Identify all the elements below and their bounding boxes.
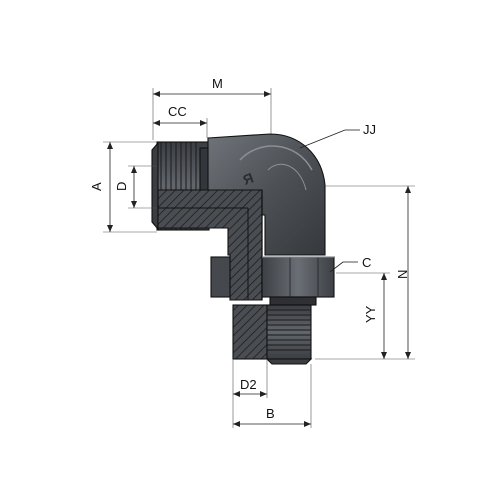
label-jj: JJ: [363, 122, 376, 137]
label-a: A: [89, 182, 104, 191]
label-b: B: [266, 406, 275, 421]
label-c: C: [362, 255, 371, 270]
section-cut: [157, 189, 263, 301]
label-n: N: [395, 270, 410, 279]
bottom-thread: [232, 304, 313, 365]
label-d2: D2: [240, 377, 257, 392]
label-d: D: [114, 182, 129, 191]
dimension-lines: [103, 88, 415, 428]
label-cc: CC: [168, 104, 187, 119]
elbow-body: [207, 133, 326, 256]
lock-nut: [210, 256, 335, 298]
label-yy: YY: [363, 305, 378, 323]
fitting-body: Я: [151, 133, 335, 365]
label-m: M: [212, 76, 223, 91]
o-ring: [269, 296, 317, 306]
